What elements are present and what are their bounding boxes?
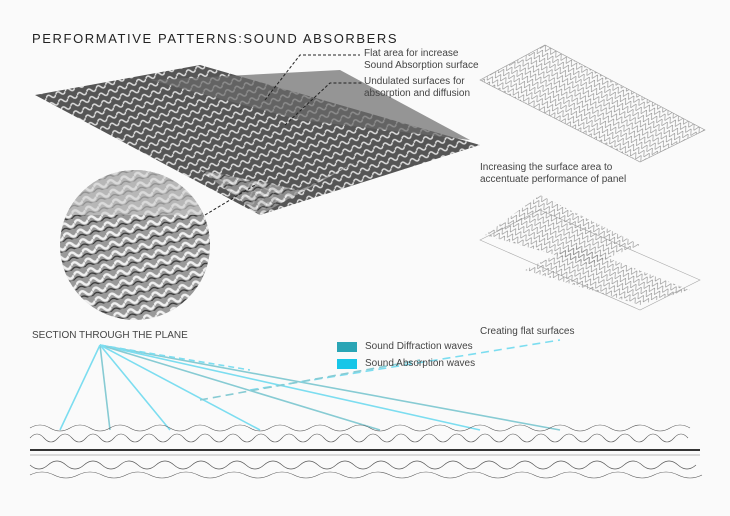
annotation-line: accentuate performance of panel <box>480 174 627 185</box>
annotation-line: Increasing the surface area to <box>480 162 613 173</box>
annotation-flat-area: Flat area for increase Sound Absorption … <box>364 48 479 72</box>
legend-absorption: Sound Absorption waves <box>337 358 475 369</box>
annotation-line: Sound Absorption surface <box>364 60 479 71</box>
legend-label: Sound Diffraction waves <box>365 341 473 352</box>
annotation-creating-flat: Creating flat surfaces <box>480 326 575 337</box>
annotation-line: Flat area for increase <box>364 48 459 59</box>
annotation-line: Undulated surfaces for <box>364 76 465 87</box>
wireframe-increased-area <box>479 44 706 163</box>
annotation-increasing-area: Increasing the surface area to accentuat… <box>480 162 626 186</box>
legend-diffraction: Sound Diffraction waves <box>337 341 473 352</box>
wireframe-flat-surfaces <box>479 195 701 311</box>
annotation-line: absorption and diffusion <box>364 88 471 99</box>
undulated-surface-render <box>35 65 480 215</box>
legend-swatch-diffraction <box>337 341 357 352</box>
legend-label: Sound Absorption waves <box>365 358 476 369</box>
page-title: PERFORMATIVE PATTERNS:SOUND ABSORBERS <box>32 31 399 46</box>
undulated-leader <box>284 82 362 126</box>
section-label: SECTION THROUGH THE PLANE <box>32 330 188 341</box>
section-through-plane <box>29 424 703 479</box>
sound-wave-rays <box>59 339 561 431</box>
annotation-undulated: Undulated surfaces for absorption and di… <box>364 76 470 100</box>
magnified-detail-circle <box>60 170 210 320</box>
legend-swatch-absorption <box>337 358 357 369</box>
flat-area-leader <box>264 54 360 101</box>
